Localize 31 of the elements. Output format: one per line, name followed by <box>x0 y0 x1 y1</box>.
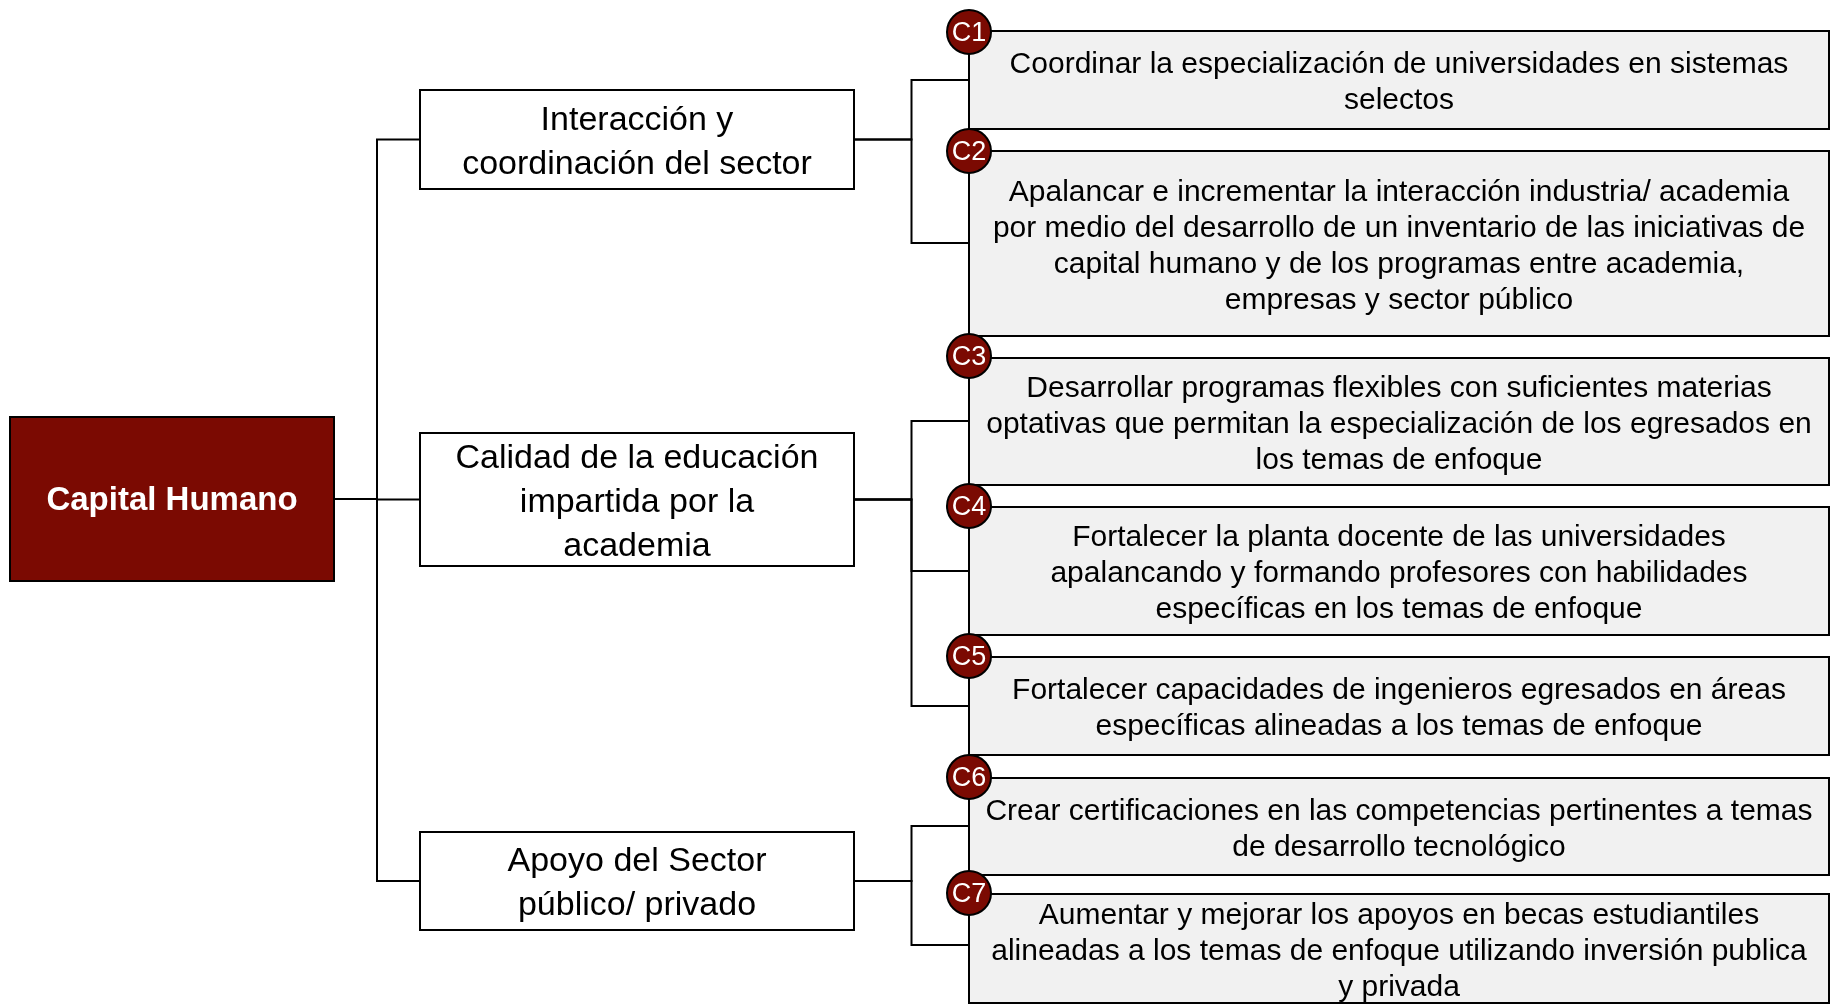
node-text: Capital Humano <box>46 479 298 519</box>
code-badge <box>946 633 992 679</box>
node-text: Interacción y coordinación del sector <box>461 97 813 183</box>
node-text: Fortalecer capacidades de ingenieros egresados en áreas específicas alineadas a los temas de enfoque <box>1011 671 1787 743</box>
connector-line <box>854 880 969 946</box>
node-text: Fortalecer la planta docente de las universidades apalancando y formando profesores con habilidades específicas en los temas de enfoque <box>1049 518 1749 626</box>
root-box <box>9 416 335 582</box>
node-text: Crear certificaciones en las competencias pertinentes a temas de desarrollo tecnológico <box>984 791 1814 864</box>
code-badge <box>946 128 992 174</box>
node-text: C3 <box>951 340 987 372</box>
node-text: C5 <box>951 640 987 672</box>
connector-line <box>854 138 969 244</box>
node-text: Apalancar e incrementar la interacción industria/ academia por medio del desarrollo de un inventario de las iniciativas de capital humano y de los programas entre academia, empresas y sector público <box>991 172 1807 317</box>
branch-box <box>419 831 855 931</box>
code-badge <box>946 483 992 529</box>
code-badge <box>946 754 992 800</box>
node-text: C7 <box>951 877 987 909</box>
node-text: Coordinar la especialización de universidades en sistemas selectos <box>1008 45 1790 117</box>
code-badge <box>946 333 992 379</box>
node-text: C2 <box>951 135 987 167</box>
code-badge <box>946 9 992 55</box>
branch-box <box>419 432 855 567</box>
branch-box <box>419 89 855 190</box>
node-text: Calidad de la educación impartida por la academia <box>454 435 820 565</box>
node-text: C6 <box>951 761 987 793</box>
node-text: C1 <box>951 16 987 48</box>
code-badge <box>946 870 992 916</box>
node-text: Apoyo del Sector público/ privado <box>506 839 768 924</box>
node-text: Aumentar y mejorar los apoyos en becas estudiantiles alineadas a los temas de enfoque utilizando inversión publica y privada <box>990 895 1808 1004</box>
node-text: C4 <box>951 490 987 522</box>
node-text: Desarrollar programas flexibles con suficientes materias optativas que permitan la especialización de los egresados en los temas de enfoque <box>985 368 1813 477</box>
